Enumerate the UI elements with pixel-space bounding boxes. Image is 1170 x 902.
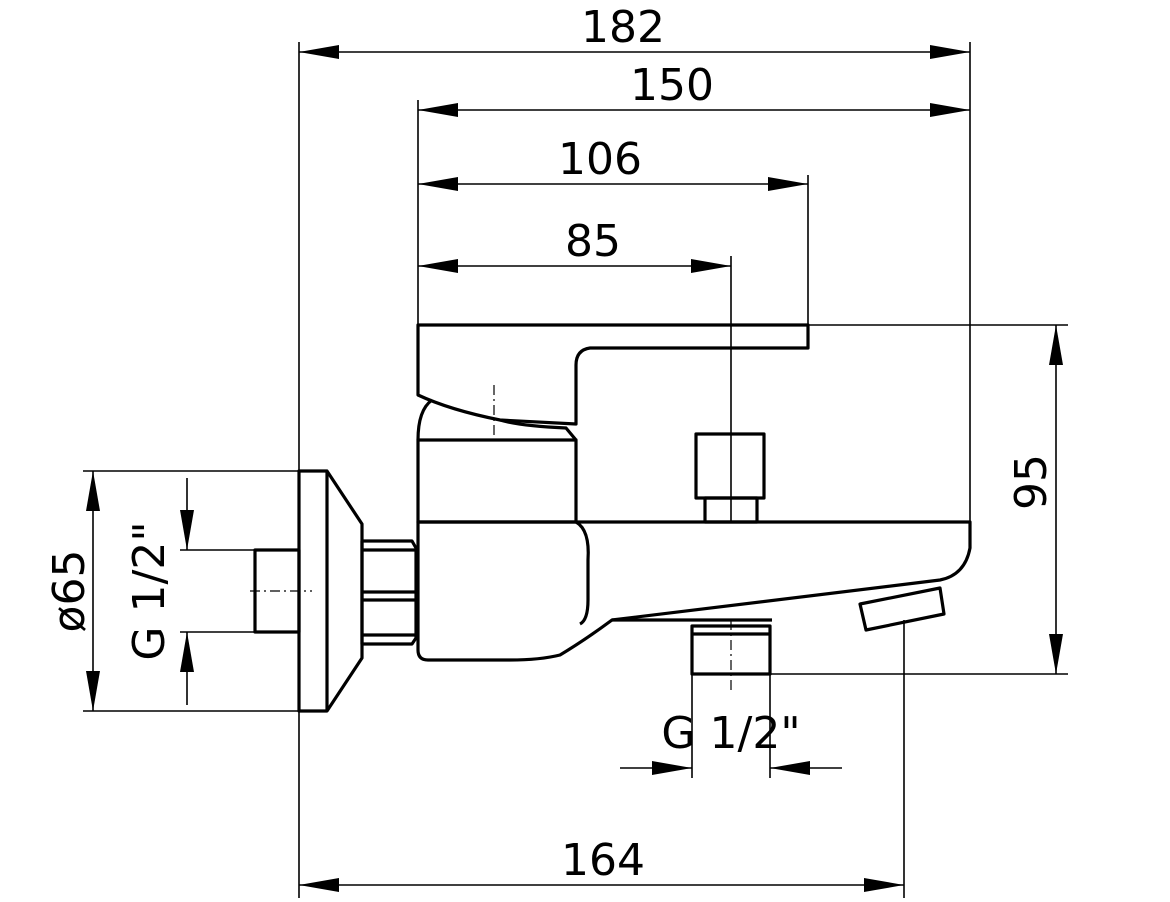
dim-150-label: 150 (630, 60, 714, 111)
dim-164-label: 164 (561, 835, 645, 886)
dim-95-label: 95 (1006, 454, 1057, 510)
dim-outlet-thread-label: G 1/2" (661, 708, 800, 759)
extension-lines (83, 42, 1068, 898)
escutcheon (297, 469, 364, 713)
diverter-knob (694, 432, 766, 500)
mixer-body (253, 323, 972, 713)
handle-lever (416, 323, 810, 426)
dim-182-label: 182 (581, 2, 665, 53)
aerator (858, 586, 946, 632)
dim-inlet-thread-label: G 1/2" (124, 521, 175, 660)
cartridge-housing (416, 438, 578, 524)
connection-nut (360, 539, 418, 646)
dim-106-label: 106 (558, 134, 642, 185)
spout-body (416, 520, 972, 662)
center-lines (250, 385, 732, 690)
dimension-lines (86, 44, 1063, 892)
dim-diameter-label: ø65 (44, 550, 95, 633)
dim-85-label: 85 (565, 216, 621, 267)
